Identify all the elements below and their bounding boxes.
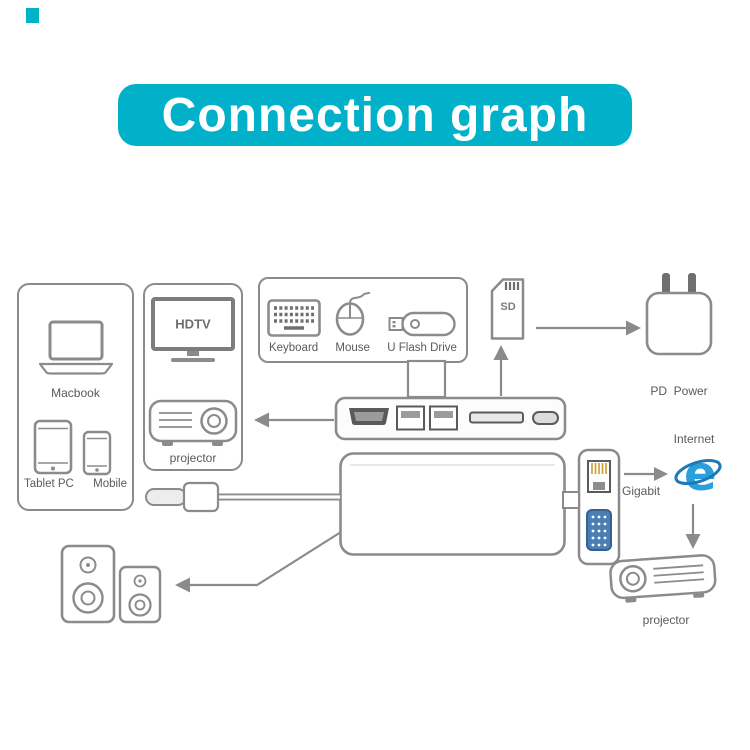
arrowhead-display [254,412,269,428]
ie-letter: e [684,446,717,502]
tablet-label: Tablet PC [24,478,74,490]
hub-body [339,452,566,556]
mobile-icon [82,430,112,476]
devices-box: Macbook Tablet PC Mobile [17,283,134,511]
speakers-icon [60,544,162,624]
gigabit-vga-connector [577,448,621,566]
display-box: HDTV projector [143,283,243,471]
arrowhead-internet [654,467,668,481]
pd-power-label: PD Power [650,384,708,398]
connector-stub [406,359,447,399]
hdtv-icon: HDTV [151,297,235,362]
tablet-icon [33,419,73,475]
uflash-icon [388,311,456,337]
line-hub-to-speakers [188,531,342,587]
pd-power-icon [645,273,713,356]
uflash-item: U Flash Drive [382,311,462,354]
projector-icon-right [609,554,717,603]
arrowhead-sd [493,345,509,360]
usb-c-plug-tip [145,488,187,506]
peripherals-box: Keyboard Mouse U Flash Drive [258,277,468,363]
arrowhead-power [626,320,641,336]
sd-card-label: SD [500,301,515,313]
macbook-icon [39,320,113,375]
corner-mark [26,8,39,23]
usb-c-plug-body [182,481,220,513]
arrowhead-speakers [175,577,190,593]
usb-a-port-2 [429,405,458,431]
title-banner: Connection graph [118,84,632,146]
usb-c-port [532,411,559,425]
usb-a-port-1 [396,405,425,431]
ethernet-port [587,460,611,493]
keyboard-label: Keyboard [268,342,319,354]
hub-ports-panel [334,396,567,441]
projector-right-label: projector [642,613,690,627]
projector-icon [148,399,238,446]
sd-card-pins [504,282,520,290]
vga-port [586,509,612,551]
uflash-label: U Flash Drive [387,342,457,354]
sd-card-icon: SD [490,278,525,340]
mouse-label: Mouse [335,342,370,354]
hdtv-label: HDTV [175,317,211,332]
sd-slot [469,411,524,424]
keyboard-item: Keyboard [264,299,323,354]
keyboard-icon [266,299,321,337]
mobile-label: Mobile [93,478,127,490]
projector-left-label: projector [169,451,217,465]
devices-labels: Tablet PC Mobile [19,478,132,490]
mouse-item: Mouse [323,291,382,354]
macbook-label: Macbook [51,386,100,400]
hdmi-port [349,408,389,425]
internet-label: Internet [673,432,715,446]
mouse-icon [335,291,371,336]
gigabit-label: Gigabit [622,484,661,498]
internet-explorer-icon: e [674,446,722,502]
page-title: Connection graph [161,88,589,142]
